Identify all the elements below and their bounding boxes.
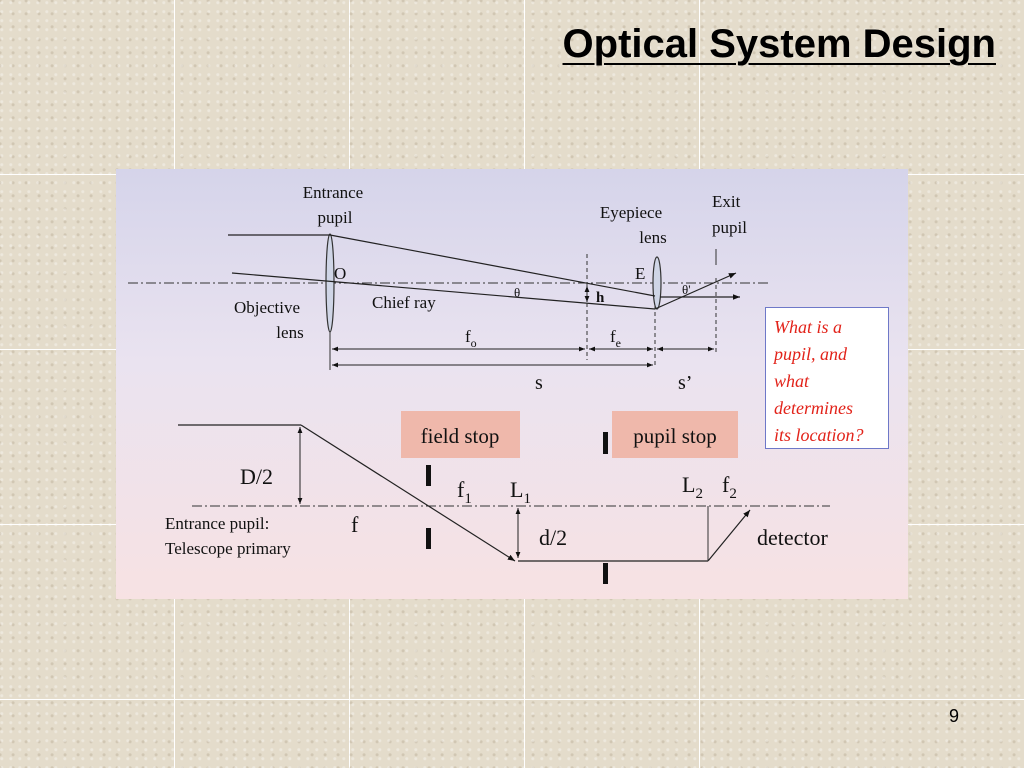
- field-stop-bar-bottom: [426, 528, 431, 549]
- f2-base: f: [722, 472, 730, 497]
- d-half-label: d/2: [539, 525, 567, 550]
- pupil-stop-bar-bottom: [603, 563, 608, 584]
- eyepiece-lens: [652, 256, 662, 310]
- entrance-pupil-label-1: Entrance: [303, 183, 363, 202]
- eyepiece-label-1: Eyepiece: [600, 203, 662, 222]
- exit-ray-upper: [654, 272, 737, 310]
- f2-sub: 2: [729, 486, 737, 502]
- objective-lens: [325, 233, 335, 333]
- field-stop-bar-top: [426, 465, 431, 486]
- fo-base: f: [465, 327, 471, 346]
- L1-label: L1: [510, 477, 531, 507]
- h-label: h: [596, 290, 605, 306]
- theta-prime-label: θ': [682, 282, 691, 297]
- marginal-ray: [329, 234, 656, 297]
- s-label: s: [535, 372, 543, 394]
- point-e-label: E: [635, 264, 645, 283]
- f2-label: f2: [722, 472, 737, 502]
- f1-label: f1: [457, 477, 472, 507]
- pupil-stop-bar-top: [603, 432, 608, 454]
- L1-base: L: [510, 477, 523, 502]
- converging-ray: [300, 424, 516, 562]
- field-stop-label: field stop: [421, 424, 500, 448]
- fo-sub: o: [471, 336, 477, 350]
- optics-diagram: Entrance pupil Eyepiece lens Exit pupil …: [128, 183, 830, 584]
- objective-label-1: Objective: [234, 298, 300, 317]
- eyepiece-label-2: lens: [639, 228, 666, 247]
- chief-ray: [231, 272, 656, 310]
- objective-label-2: lens: [276, 323, 303, 342]
- fe-label: fe: [610, 327, 621, 350]
- note-line: determines: [774, 398, 853, 418]
- f1-base: f: [457, 477, 465, 502]
- pupil-stop-box: [612, 411, 738, 458]
- fo-label: fo: [465, 327, 477, 350]
- pupil-stop-label: pupil stop: [633, 424, 716, 448]
- L2-sub: 2: [695, 486, 703, 502]
- f-label: f: [351, 512, 359, 537]
- L2-label: L2: [682, 472, 703, 502]
- page-number: 9: [949, 706, 960, 726]
- entrance-pupil-primary-2: Telescope primary: [165, 539, 291, 558]
- entrance-pupil-primary-1: Entrance pupil:: [165, 514, 269, 533]
- exit-pupil-label-1: Exit: [712, 192, 741, 211]
- L1-sub: 1: [523, 491, 531, 507]
- f1-sub: 1: [464, 491, 472, 507]
- diverging-ray: [707, 509, 751, 562]
- note-line: its location?: [774, 425, 864, 445]
- question-note: What is a pupil, and what determines its…: [765, 307, 889, 449]
- page-title: Optical System Design: [562, 22, 996, 66]
- D-half-label: D/2: [240, 464, 273, 489]
- detector-label: detector: [757, 525, 829, 550]
- fe-sub: e: [616, 336, 621, 350]
- chief-ray-label: Chief ray: [372, 293, 436, 312]
- exit-pupil-label-2: pupil: [712, 218, 747, 237]
- note-line: pupil, and: [774, 344, 848, 364]
- field-stop-box: [401, 411, 520, 458]
- fe-base: f: [610, 327, 616, 346]
- note-line: What is a: [774, 317, 843, 337]
- L2-base: L: [682, 472, 695, 497]
- note-line: what: [774, 371, 810, 391]
- s-prime-label: s’: [678, 372, 692, 394]
- point-o-label: O: [334, 264, 346, 283]
- entrance-pupil-label-2: pupil: [318, 208, 353, 227]
- theta-label: θ: [514, 285, 520, 300]
